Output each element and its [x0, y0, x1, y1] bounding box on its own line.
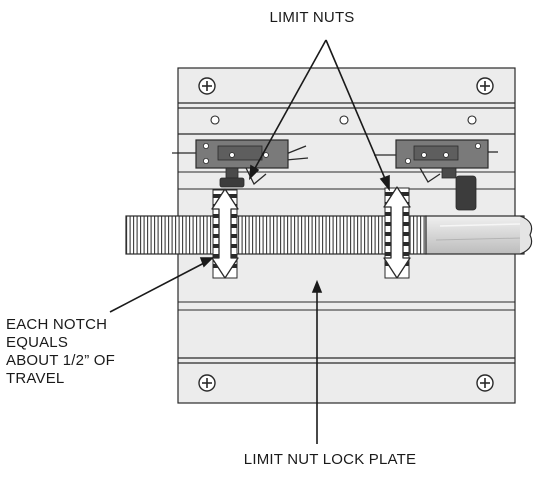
double-arrow-icon [383, 186, 411, 279]
mounting-hole [467, 115, 477, 125]
callout-lock-plate [311, 279, 323, 444]
label-notch-line: ABOUT 1/2” OF [6, 352, 116, 369]
callout-notch [109, 257, 214, 313]
label-notch-line: EQUALS [6, 334, 69, 351]
label-notch-line: EACH NOTCH [6, 316, 108, 333]
screw-icon [198, 77, 216, 95]
mounting-hole [339, 115, 349, 125]
double-arrow-icon [211, 188, 239, 279]
screw-icon [476, 77, 494, 95]
label-lock-plate: LIMIT NUT LOCK PLATE [243, 451, 417, 468]
screw-icon [476, 374, 494, 392]
screw-icon [198, 374, 216, 392]
limit-nut-left [211, 188, 239, 279]
switch-icon [172, 139, 309, 188]
mounting-hole [210, 115, 220, 125]
switch-icon [374, 139, 498, 211]
label-limit-nuts: LIMIT NUTS [269, 9, 355, 26]
label-notch-line: TRAVEL [6, 370, 65, 387]
limit-nut-right [383, 186, 411, 279]
threaded-rod [125, 215, 533, 255]
label-notch-note: EACH NOTCH EQUALS ABOUT 1/2” OF TRAVEL [6, 316, 126, 388]
callout-limit-nuts [249, 39, 390, 192]
